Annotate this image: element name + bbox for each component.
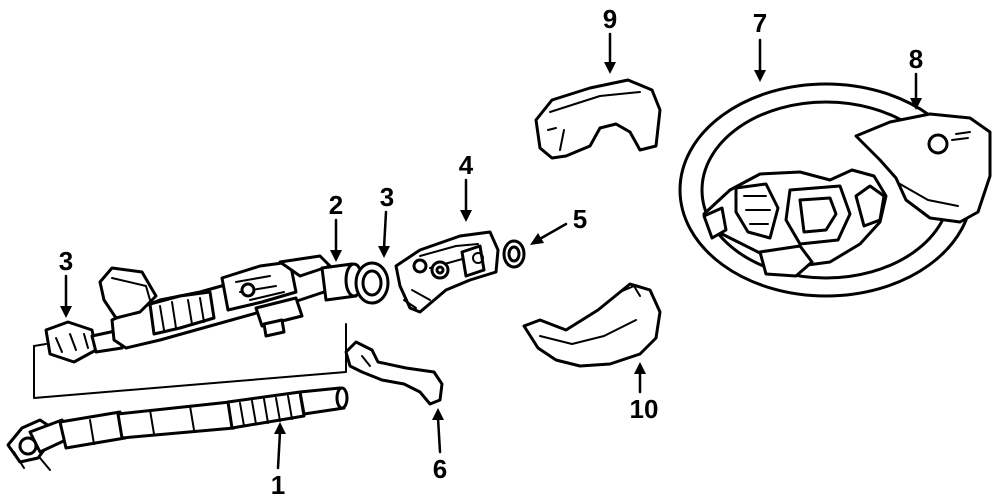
callout-label-5: 5	[573, 204, 587, 234]
callout-label-3-left: 3	[59, 246, 73, 276]
lock-housing-part	[394, 230, 500, 314]
callout-label-4: 4	[459, 150, 474, 180]
bushing-part	[502, 239, 526, 269]
callout-label-9: 9	[603, 4, 617, 34]
callout-label-3-right: 3	[380, 182, 394, 212]
callout-label-1: 1	[271, 470, 285, 500]
callout-label-7: 7	[753, 8, 767, 38]
air-bag-part	[854, 112, 992, 224]
callout-label-6: 6	[433, 454, 447, 484]
leader-arrows	[60, 32, 922, 470]
bracket-part	[344, 340, 444, 406]
callout-label-10: 10	[630, 394, 659, 424]
lower-coupler-part	[44, 320, 98, 364]
lower-shroud-part	[522, 282, 662, 368]
upper-shroud-part	[534, 78, 662, 160]
steering-column-assembly	[33, 254, 390, 399]
callout-label-2: 2	[329, 190, 343, 220]
intermediate-shaft-part	[6, 386, 349, 471]
callout-label-8: 8	[909, 44, 923, 74]
